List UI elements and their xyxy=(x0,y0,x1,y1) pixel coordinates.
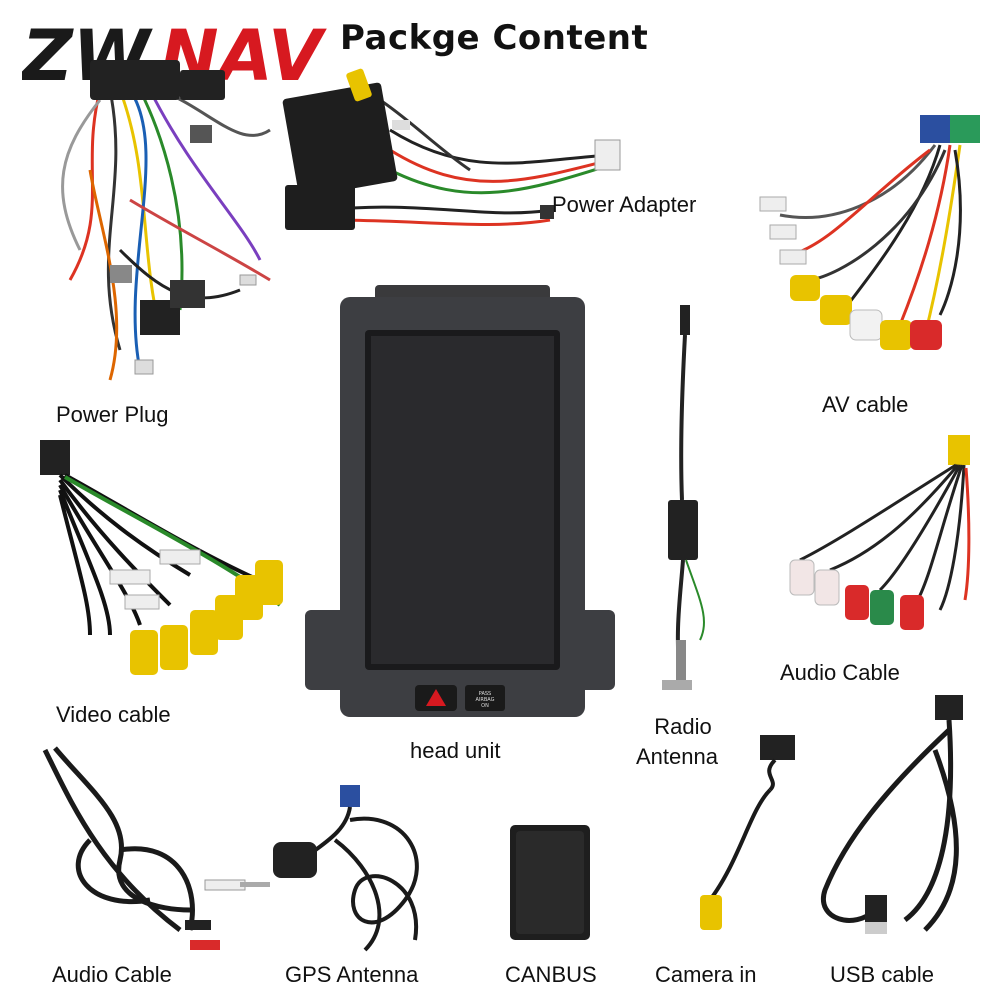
canbus-box-image xyxy=(508,823,594,943)
svg-text:PASS: PASS xyxy=(479,691,491,697)
audio-cable-aux-image xyxy=(30,740,280,960)
video-cable-image xyxy=(30,435,290,685)
camera-in-label: Camera in xyxy=(655,962,757,987)
audio-cable-aux-label: Audio Cable xyxy=(52,962,172,987)
radio-antenna-label: Radio Antenna xyxy=(636,712,718,772)
gps-antenna-label: GPS Antenna xyxy=(285,962,419,987)
camera-in-image xyxy=(680,730,800,940)
gps-antenna-image xyxy=(265,780,455,960)
video-cable-label: Video cable xyxy=(56,702,171,727)
hazard-triangle-icon xyxy=(426,689,446,706)
head-unit-label: head unit xyxy=(410,738,501,763)
head-unit-image: PASS AIRBAG ON xyxy=(305,285,620,725)
usb-cable-image xyxy=(805,690,985,950)
canbus-label: CANBUS xyxy=(505,962,597,987)
radio-antenna-label-line1: Radio xyxy=(654,714,712,739)
av-cable-image xyxy=(750,105,990,375)
audio-cable-rca-image xyxy=(770,430,990,650)
power-adapter-image xyxy=(270,60,650,260)
radio-antenna-image xyxy=(640,300,720,710)
radio-antenna-label-line2: Antenna xyxy=(636,744,718,769)
av-cable-label: AV cable xyxy=(822,392,909,417)
usb-cable-label: USB cable xyxy=(830,962,934,987)
power-plug-image xyxy=(40,50,290,390)
page-title: Packge Content xyxy=(340,18,649,58)
svg-text:AIRBAG: AIRBAG xyxy=(475,697,494,703)
power-adapter-label: Power Adapter xyxy=(552,192,697,217)
audio-cable-rca-label: Audio Cable xyxy=(780,660,900,685)
power-plug-label: Power Plug xyxy=(56,402,169,427)
svg-text:ON: ON xyxy=(481,703,489,709)
